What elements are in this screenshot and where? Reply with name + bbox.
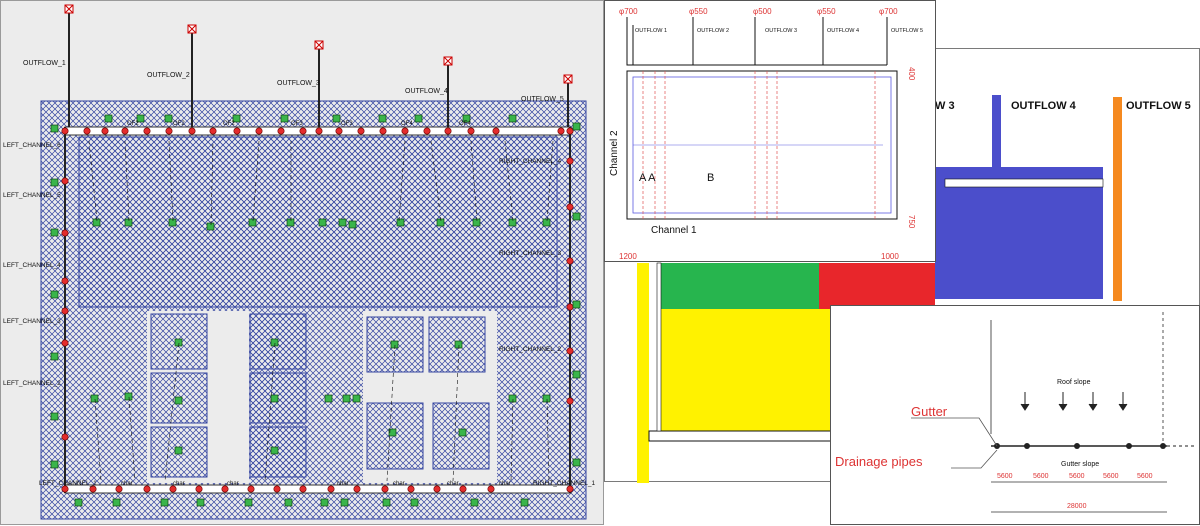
- outflow-label: OUTFLOW_3: [277, 80, 320, 87]
- zone-blue-band: [935, 167, 1103, 179]
- dim-segment: 5600: [997, 473, 1013, 480]
- node-label: char: [121, 481, 133, 487]
- bottom-left-label: LEFT_CHANNEL_1: [39, 480, 97, 487]
- gutter-slope-label: Gutter slope: [1061, 461, 1099, 468]
- zone-a-label: A A: [639, 172, 656, 184]
- dim-total: 28000: [1067, 503, 1087, 510]
- zone-yellow-strip: [637, 263, 649, 483]
- channel1-label: Channel 1: [651, 225, 697, 236]
- right-channel-label: RIGHT_CHANNEL_3: [499, 250, 562, 257]
- network-canvas: OUTFLOW_1 OUTFLOW_2 OUTFLOW_3 OUTFLOW_4 …: [3, 4, 596, 520]
- dim-right: 1000: [881, 252, 899, 261]
- junction-nodes: [61, 127, 574, 493]
- drainage-leader: [951, 449, 998, 469]
- left-channel-label: LEFT_CHANNEL_2: [3, 380, 61, 387]
- node-label: OF4: [401, 121, 413, 127]
- outflow-label: OUTFLOW 5: [891, 28, 923, 34]
- bottom-gutter: [648, 430, 832, 442]
- outflow4-title: OUTFLOW 4: [1011, 100, 1077, 112]
- bottom-right-label: RIGHT_CHANNEL_1: [533, 480, 596, 487]
- zone-red: [819, 263, 935, 309]
- outflow-label: OUTFLOW 3: [765, 28, 797, 34]
- gutter-label: Gutter: [911, 404, 948, 419]
- sub-area: [150, 426, 208, 478]
- pipe-diameter: φ700: [619, 7, 638, 16]
- pipe-diameter: φ550: [817, 7, 836, 16]
- right-channel-label: RIGHT_CHANNEL_4: [499, 158, 562, 165]
- outflow-label: OUTFLOW_4: [405, 88, 448, 95]
- roof-slope-arrows: [1020, 392, 1128, 411]
- channel-plan-panel: φ700 φ550 φ500 φ550 φ700 OUTFLOW 1 OUTFL…: [604, 0, 936, 262]
- node-label: char: [227, 481, 239, 487]
- outflow4-pipe: [992, 95, 1001, 179]
- node-label: char: [337, 481, 349, 487]
- right-channel-label: RIGHT_CHANNEL_2: [499, 346, 562, 353]
- subcatchment-markers: [50, 114, 581, 507]
- dim-segment: 5600: [1103, 473, 1119, 480]
- pipe-diameter: φ550: [689, 7, 708, 16]
- node-label: char: [499, 481, 511, 487]
- dim-right-top: 400: [907, 67, 916, 81]
- node-label: OF3: [291, 121, 303, 127]
- pipe-diameter: φ700: [879, 7, 898, 16]
- node-label: OF3: [341, 121, 353, 127]
- node-label: char: [393, 481, 405, 487]
- node-label: char: [447, 481, 459, 487]
- outflow-label: OUTFLOW 2: [697, 28, 729, 34]
- dim-left: 1200: [619, 252, 637, 261]
- outflow-label: OUTFLOW 1: [635, 28, 667, 34]
- zone-yellow: [657, 309, 831, 431]
- node-label: OF4: [459, 121, 471, 127]
- gutter-canvas: Gutter Drainage pipes Roof slope Gutter …: [835, 312, 1197, 513]
- node-label: OF2: [173, 121, 185, 127]
- zone-canvas: W 3 OUTFLOW 4 OUTFLOW 5: [637, 95, 1191, 483]
- zone-b-label: B: [707, 172, 714, 184]
- left-gutter: [656, 262, 662, 432]
- node-label: char: [173, 481, 185, 487]
- pipe-diameter: φ500: [753, 7, 772, 16]
- roof-slope-label: Roof slope: [1057, 379, 1091, 386]
- left-channel-label: LEFT_CHANNEL_4: [3, 262, 61, 269]
- node-label: OF2: [223, 121, 235, 127]
- dim-right-bottom: 750: [907, 215, 916, 229]
- zone-green: [657, 263, 819, 309]
- outflow3-title: W 3: [935, 100, 955, 112]
- bottom-channel: [64, 484, 572, 494]
- left-channel-label: LEFT_CHANNEL_6: [3, 142, 61, 149]
- outflow-label: OUTFLOW_5: [521, 96, 564, 103]
- outflow-stubs: [626, 17, 888, 66]
- pipe-points: [994, 443, 1166, 449]
- outflow5-title: OUTFLOW 5: [1126, 100, 1191, 112]
- left-channel-label: LEFT_CHANNEL_5: [3, 192, 61, 199]
- node-label: OF2: [127, 121, 139, 127]
- blue-gutter: [944, 178, 1104, 188]
- roof-area-upper: [78, 136, 558, 308]
- dim-segment: 5600: [1137, 473, 1153, 480]
- drainage-label: Drainage pipes: [835, 454, 923, 469]
- channel2-label: Channel 2: [609, 130, 620, 176]
- outflow-label: OUTFLOW 4: [827, 28, 859, 34]
- void-2: [207, 311, 249, 483]
- gutter-section-panel: Gutter Drainage pipes Roof slope Gutter …: [830, 305, 1200, 525]
- outflow-label: OUTFLOW_1: [23, 60, 66, 67]
- dim-segment: 5600: [1069, 473, 1085, 480]
- dim-segment: 5600: [1033, 473, 1049, 480]
- channel-canvas: φ700 φ550 φ500 φ550 φ700 OUTFLOW 1 OUTFL…: [609, 7, 923, 261]
- zone-blue: [935, 179, 1103, 299]
- left-channel-label: LEFT_CHANNEL_3: [3, 318, 61, 325]
- outflow5-pipe: [1113, 97, 1122, 301]
- gutter-leader: [911, 417, 998, 447]
- outflow-label: OUTFLOW_2: [147, 72, 190, 79]
- drainage-network-diagram: OUTFLOW_1 OUTFLOW_2 OUTFLOW_3 OUTFLOW_4 …: [0, 0, 604, 525]
- outflow-markers: [64, 4, 573, 84]
- flow-lines: [88, 140, 554, 482]
